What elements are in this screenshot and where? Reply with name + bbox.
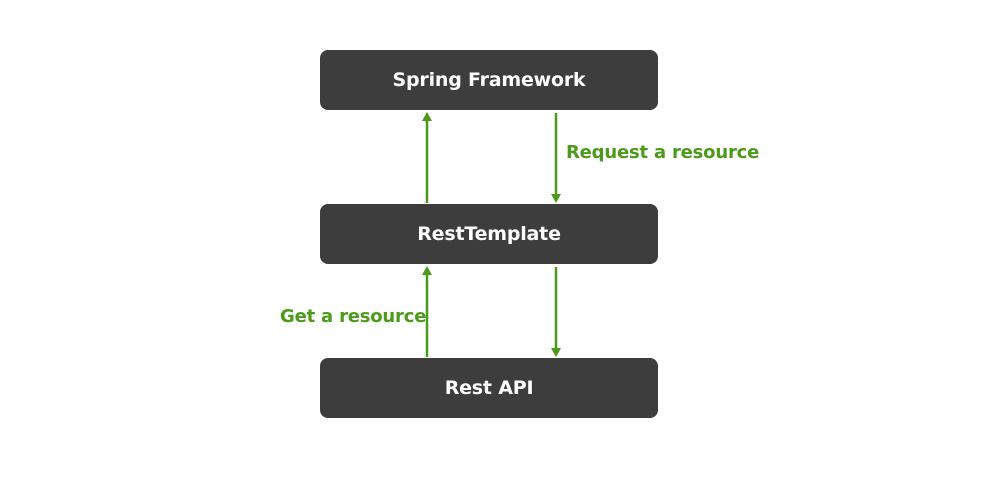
rest-template-node: RestTemplate xyxy=(320,204,658,264)
rest-template-label: RestTemplate xyxy=(417,223,561,245)
get-resource-label: Get a resource xyxy=(280,306,427,327)
arrow-down-rest-template-to-rest-api xyxy=(551,267,561,357)
spring-framework-label: Spring Framework xyxy=(392,69,586,91)
spring-framework-node: Spring Framework xyxy=(320,50,658,110)
arrow-down-spring-to-rest-template xyxy=(551,113,561,203)
arrow-up-rest-template-to-spring xyxy=(422,112,432,203)
rest-api-node: Rest API xyxy=(320,358,658,418)
rest-api-label: Rest API xyxy=(444,377,534,399)
request-resource-label: Request a resource xyxy=(566,142,760,163)
